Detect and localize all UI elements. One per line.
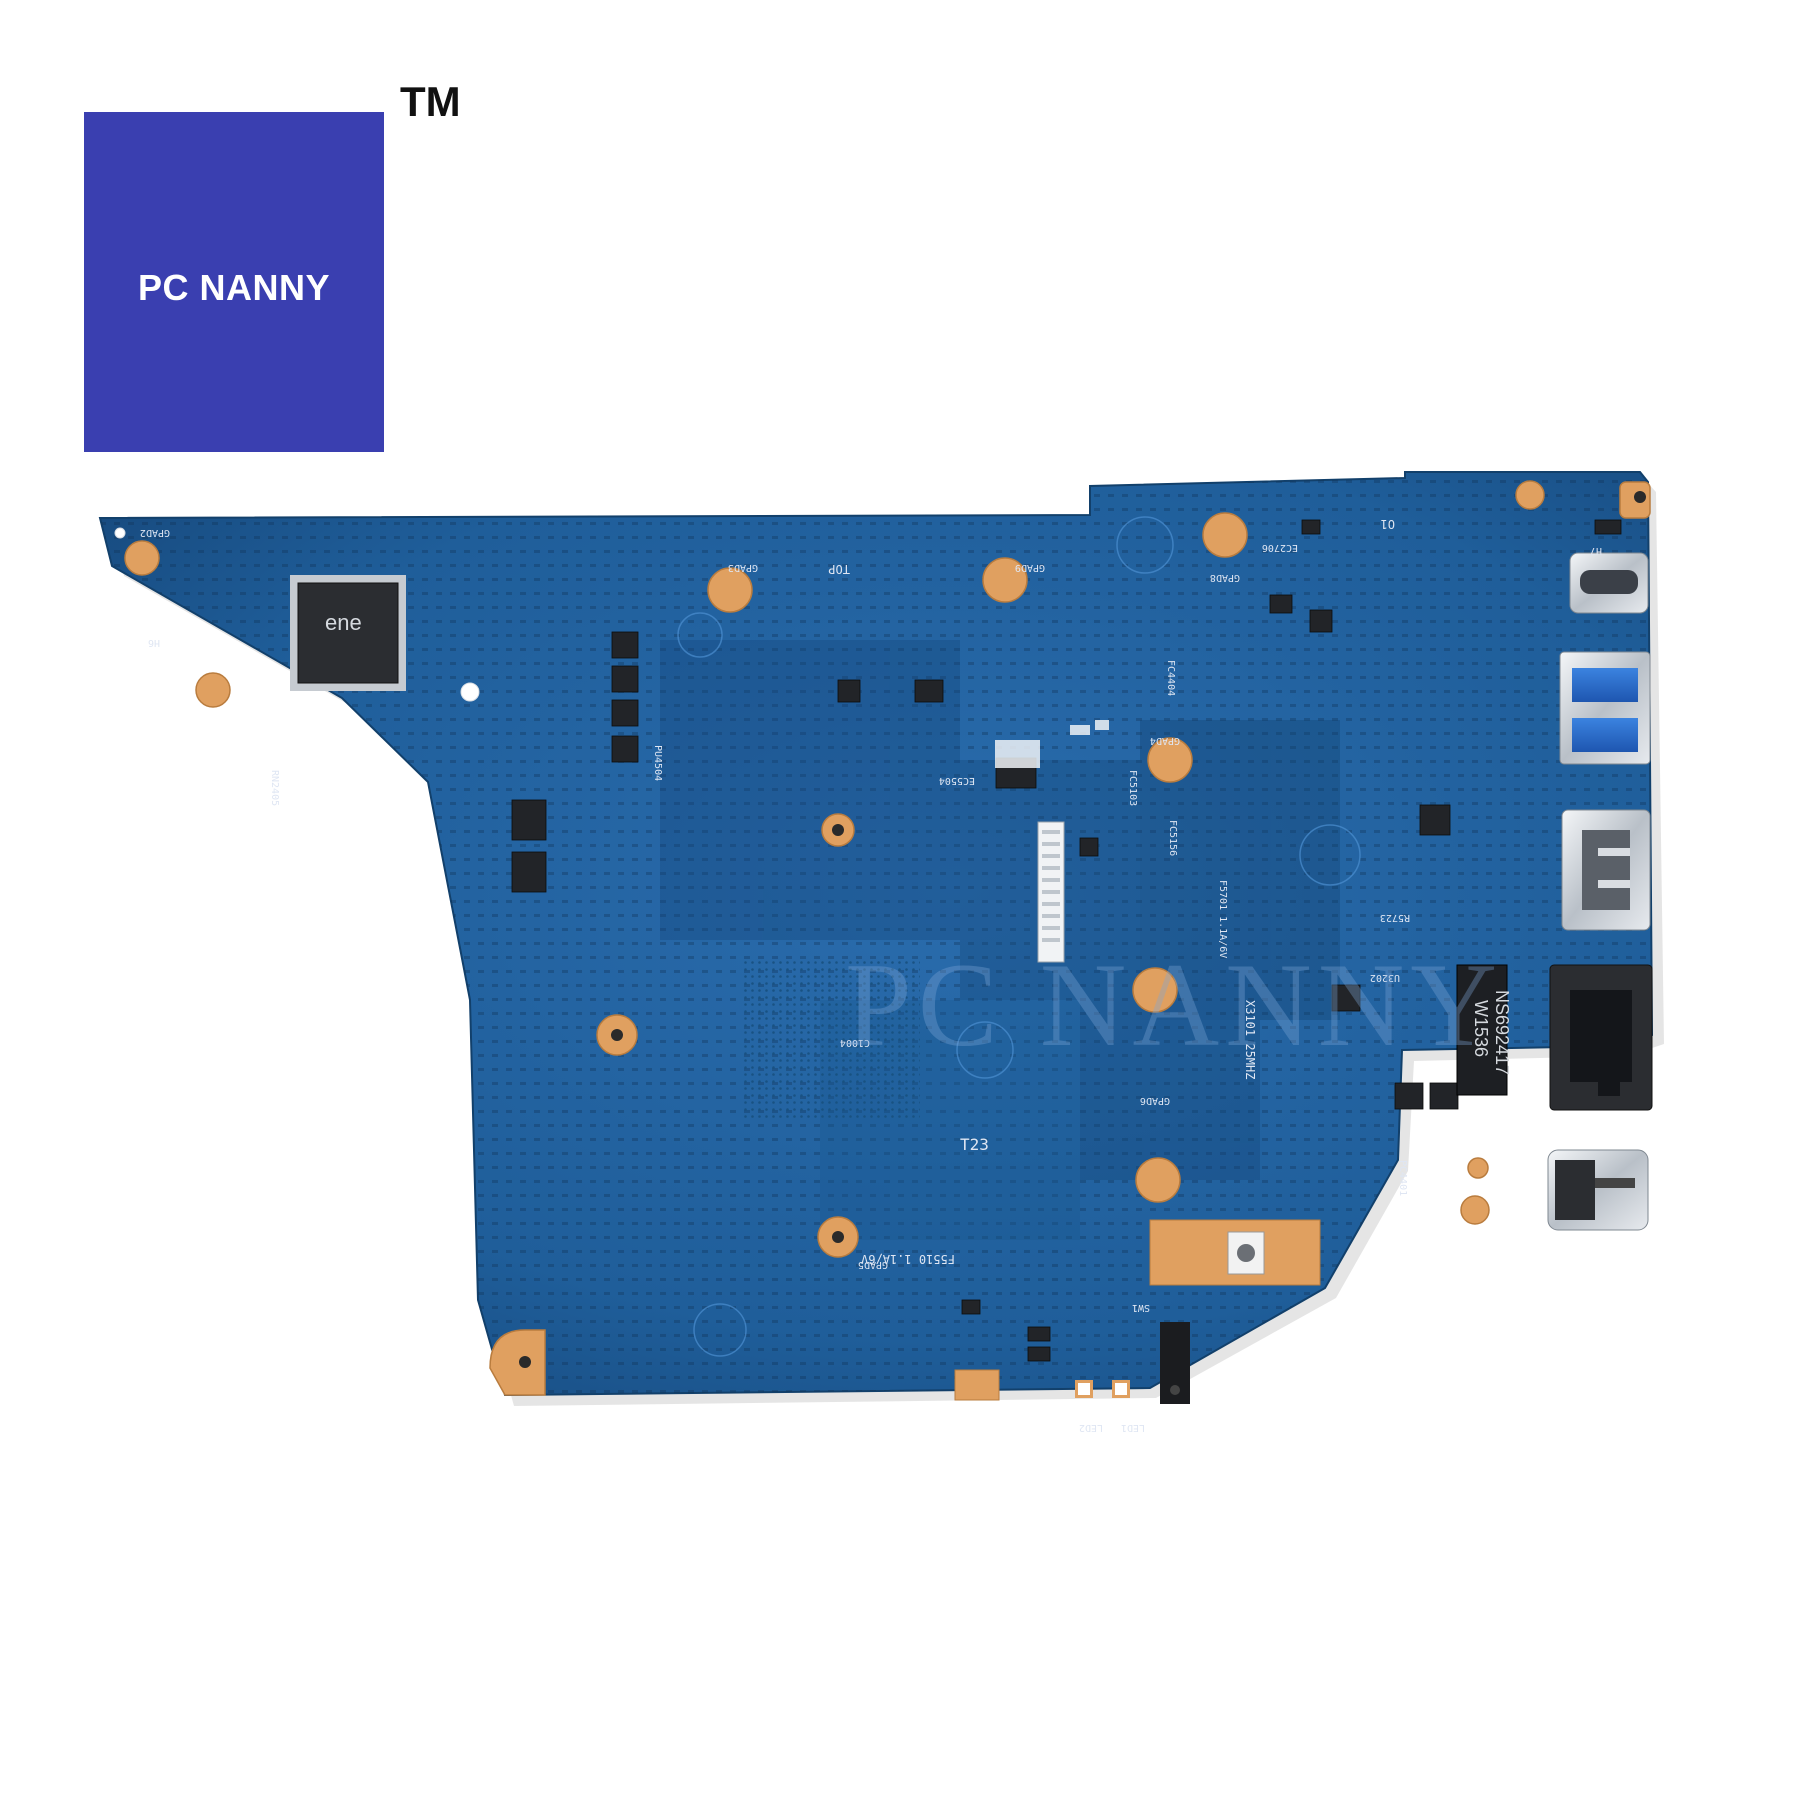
silk-o1: O1 — [1381, 517, 1395, 531]
silk-c1004: C1004 — [840, 1037, 870, 1048]
silk-gpad6: GPAD6 — [1140, 1095, 1170, 1106]
silk-fc4404: FC4404 — [1165, 660, 1176, 696]
pc-nanny-logo: PC NANNY — [84, 112, 384, 452]
silk-r5723: R5723 — [1380, 912, 1410, 923]
smd-texture — [100, 472, 1652, 1395]
power-button-pad — [1149, 1219, 1321, 1286]
lan-transformer: W1536 NS692417 — [1456, 964, 1512, 1096]
silk-led1: LED1 — [1121, 1422, 1145, 1433]
ground-planes — [660, 640, 1340, 1240]
silk-fc5156: FC5156 — [1167, 820, 1178, 856]
usb-c-port-1 — [1569, 552, 1649, 614]
silk-f5510: F5510 1.1A/6V — [861, 1252, 955, 1266]
mounting-holes — [114, 481, 1651, 1396]
silk-ec5504: EC5504 — [939, 775, 975, 786]
watermark-text: PC NANNY — [845, 938, 1503, 1071]
silk-led2: LED2 — [1079, 1422, 1103, 1433]
ec-chip: ene — [290, 575, 406, 691]
small-ics — [511, 519, 1622, 1362]
silk-gpad2: GPAD2 — [140, 527, 170, 538]
silk-gpad5: GPAD5 — [858, 1259, 888, 1270]
leds — [1075, 1380, 1130, 1398]
silk-x3101: X3101 25MHZ — [1243, 1000, 1257, 1079]
silkscreen: TOP GPAD2 GPAD3 GPAD4 GPAD5 GPAD6 GPAD8 … — [140, 517, 1602, 1433]
silk-gpad3: GPAD3 — [728, 562, 758, 573]
gold-pads — [124, 480, 1545, 1225]
silk-f5701: F5701 1.1A/6V — [1217, 880, 1228, 958]
silk-rn2405: RN2405 — [269, 770, 280, 806]
audio-jack — [1547, 1149, 1649, 1231]
bottom-pad — [954, 1369, 1000, 1401]
lan-chip-line1: W1536 — [1471, 1000, 1491, 1057]
fpc-connector — [1037, 821, 1065, 963]
outline-circles — [677, 516, 1361, 1357]
silk-gpad9: GPAD9 — [1015, 562, 1045, 573]
ethernet-port — [1549, 964, 1653, 1111]
lan-chip-line2: NS692417 — [1492, 990, 1512, 1075]
silk-gpad8: GPAD8 — [1210, 572, 1240, 583]
trademark-symbol: TM — [400, 78, 461, 125]
ec-chip-label: ene — [325, 610, 362, 635]
silk-top: TOP — [828, 562, 850, 576]
usb-a-port-blue — [1559, 651, 1651, 765]
silk-gpad4: GPAD4 — [1150, 735, 1180, 746]
dc-jack — [1160, 1322, 1190, 1404]
silk-pu4504: PU4504 — [652, 745, 663, 781]
silk-sw1: SW1 — [1132, 1302, 1150, 1313]
bga-field — [740, 960, 920, 1120]
white-pad-arrays — [995, 720, 1109, 768]
silk-u3202: U3202 — [1370, 972, 1400, 983]
silk-pc4401: PC4401 — [1397, 1160, 1408, 1196]
usb-c-port-2 — [1561, 809, 1651, 931]
silk-h6: H6 — [148, 637, 160, 648]
logo-text: PC NANNY — [137, 267, 330, 308]
silk-ec2706: EC2706 — [1262, 542, 1298, 553]
silk-fc5103: FC5103 — [1127, 770, 1138, 806]
silk-t23: T23 — [960, 1135, 989, 1154]
silk-h7: H7 — [1590, 545, 1602, 556]
